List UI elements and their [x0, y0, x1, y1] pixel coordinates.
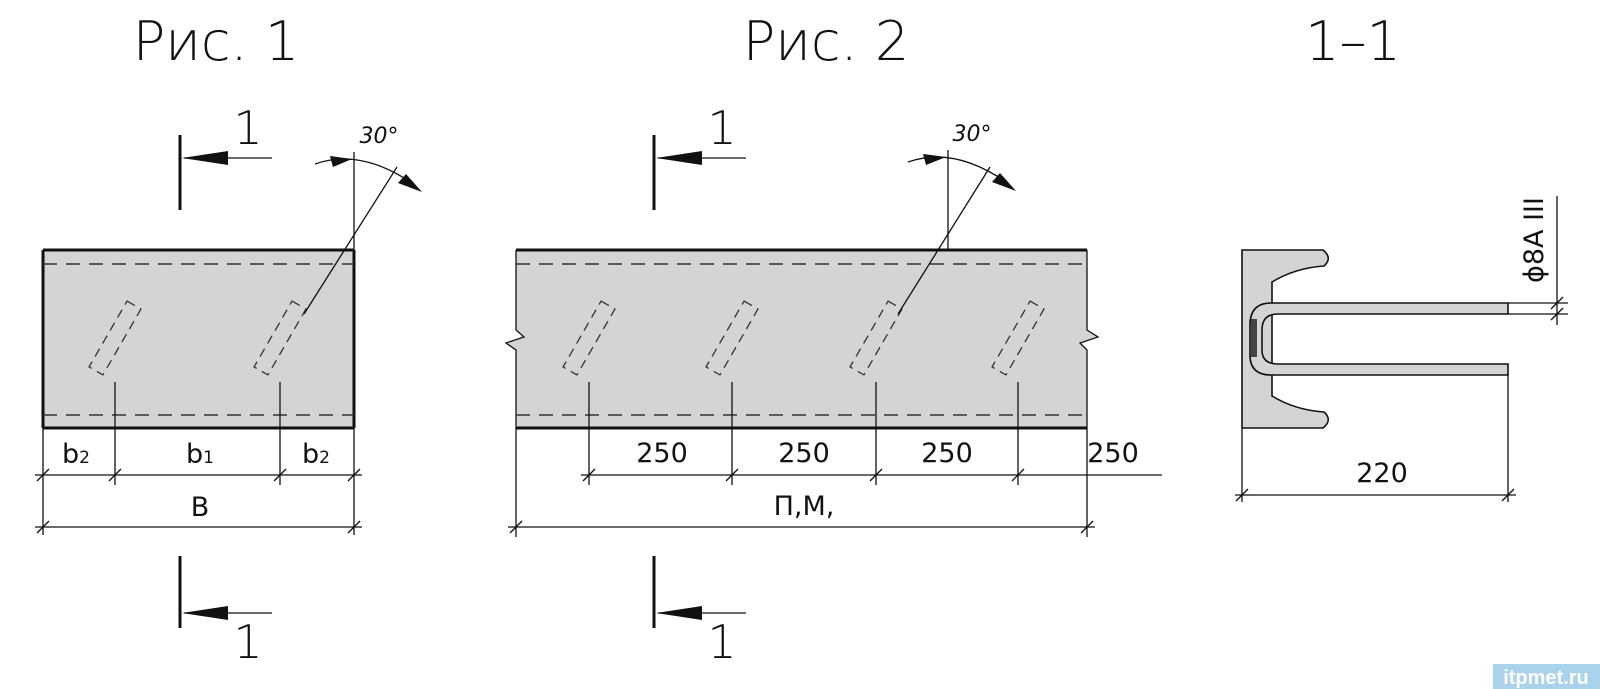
fig2-angle-label: 30° — [953, 122, 992, 147]
fig2-slab — [506, 250, 1098, 428]
fig1-slab — [43, 250, 354, 428]
section-loop-bar — [1249, 302, 1509, 376]
fig1-section-mark-bottom: 1 — [178, 556, 272, 669]
watermark: itpmet.ru — [1493, 664, 1600, 689]
fig1-dim-width: B — [191, 492, 210, 523]
fig2-inclined-loop-3 — [849, 300, 903, 376]
section-1-1: 1–1 ϕ8A III 220 — [1235, 10, 1568, 502]
section-weld — [1251, 319, 1257, 357]
fig1-section-mark-top: 1 — [178, 101, 272, 210]
fig1-section-label-bottom: 1 — [233, 615, 262, 669]
fig2-section-label-bottom: 1 — [707, 615, 736, 669]
fig2-spacing-2: 250 — [778, 438, 830, 469]
section-depth-dimension: 220 — [1235, 375, 1516, 502]
fig1-title: Рис. 1 — [133, 10, 300, 73]
fig2-inclined-loop-4 — [991, 300, 1045, 376]
fig2-section-label-top: 1 — [707, 101, 736, 155]
fig1-dim-b2-right: b2 — [302, 439, 330, 470]
fig2-dimension-lines — [508, 382, 1162, 537]
section-title: 1–1 — [1305, 10, 1401, 73]
fig2-spacing-1: 250 — [636, 438, 688, 469]
fig2-dim-length: П,М, — [774, 491, 835, 522]
fig2-title: Рис. 2 — [743, 10, 910, 73]
section-rebar-label: ϕ8A III — [1519, 197, 1550, 283]
fig1-angle-label: 30° — [360, 124, 399, 149]
figure-1: Рис. 1 1 1 — [35, 10, 422, 669]
fig1-dim-b2-left: b2 — [62, 439, 90, 470]
fig1-section-label-top: 1 — [233, 101, 262, 155]
fig2-spacing-4: 250 — [1087, 438, 1139, 469]
fig2-angle-annotation: 30° — [897, 122, 1016, 315]
fig2-spacing-3: 250 — [921, 438, 973, 469]
fig2-inclined-loop-2 — [705, 300, 759, 376]
fig2-section-mark-bottom: 1 — [652, 556, 746, 669]
fig1-angle-annotation: 30° — [303, 124, 422, 315]
watermark-text: itpmet.ru — [1503, 667, 1589, 689]
fig1-dimension-lines — [35, 382, 362, 535]
fig2-inclined-loop-1 — [562, 300, 616, 376]
section-slab-profile — [1241, 249, 1330, 429]
section-rebar-dimension: ϕ8A III — [1508, 196, 1568, 325]
section-depth-label: 220 — [1356, 458, 1408, 489]
fig2-section-mark-top: 1 — [652, 101, 746, 210]
fig2-break-right — [1078, 250, 1100, 428]
fig2-break-left — [504, 250, 526, 428]
figure-2: Рис. 2 1 1 — [504, 10, 1162, 669]
fig1-dim-b1: b1 — [186, 439, 214, 470]
